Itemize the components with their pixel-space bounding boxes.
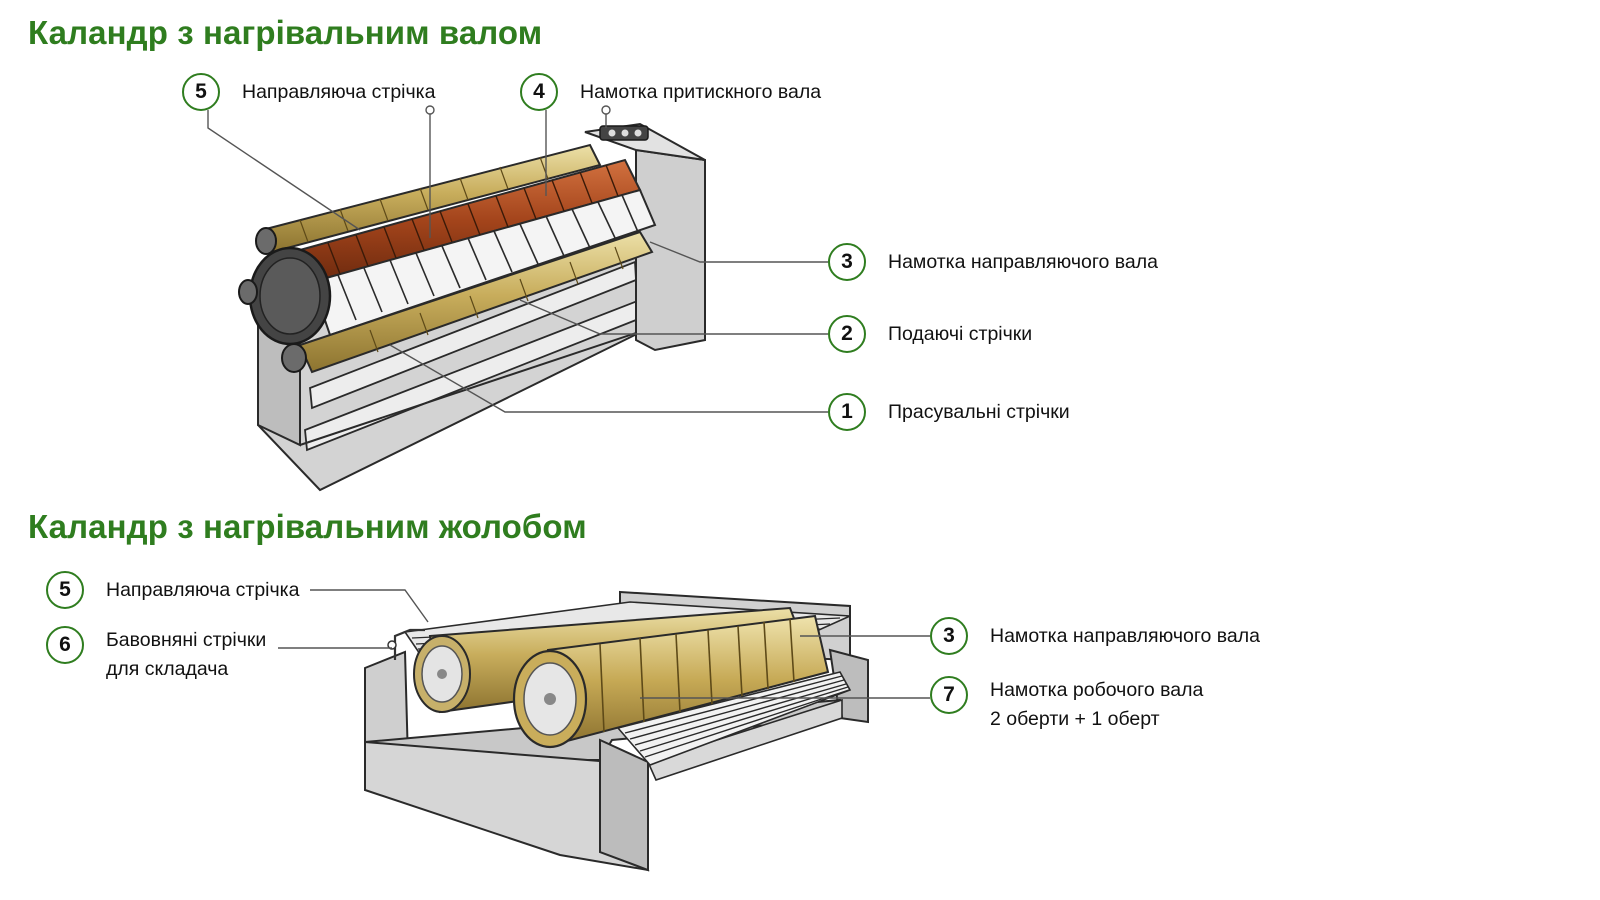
upper-roll-end [255,227,277,255]
top-callout-4-label: Намотка притискного вала [580,80,822,103]
bottom-callout-6-badge: 6 [46,626,84,664]
bottom-callout-6-label: Бавовняні стрічки для складача [106,626,266,684]
bottom-callout-5: 5 Направляюча стрічка [46,568,299,612]
lower-roll-end [281,343,307,373]
top-callout-3-label: Намотка направляючого вала [888,250,1158,273]
top-calender-machine [238,122,706,492]
top-callout-3: 3 Намотка направляючого вала [828,240,1158,284]
control-knob-3 [634,129,642,137]
leader-top-1 [389,344,828,413]
leader-top-3 [649,241,828,263]
bottom-callout-7-badge: 7 [930,676,968,714]
bottom-callout-6: 6 Бавовняні стрічки для складача [46,626,266,680]
bottom-callout-6-label-line2: для складача [106,658,229,680]
bottom-calender-machine [364,590,869,872]
control-knob-2 [621,129,629,137]
top-callout-5-label: Направляюча стрічка [242,80,436,103]
top-callout-3-badge: 3 [828,243,866,281]
leader-bottom-5 [310,589,429,623]
top-callout-4: 4 Намотка притискного вала [520,70,821,114]
bottom-callout-6-label-line1: Бавовняні стрічки [106,629,267,651]
top-callout-5-badge: 5 [182,73,220,111]
top-callout-2: 2 Подаючі стрічки [828,312,1032,356]
top-section-title: Каландр з нагрівальним валом [28,14,543,51]
bottom-callout-7-label: Намотка робочого вала 2 оберти + 1 оберт [990,676,1203,734]
bottom-callout-7-label-line2: 2 оберти + 1 оберт [990,708,1160,730]
bottom-callout-5-badge: 5 [46,571,84,609]
top-callout-1-badge: 1 [828,393,866,431]
top-callout-2-badge: 2 [828,315,866,353]
top-copper-segments [327,164,619,275]
bottom-callout-5-label: Направляюча стрічка [106,578,300,601]
bottom-frame-rail [646,698,843,781]
top-callout-4-badge: 4 [520,73,558,111]
top-callout-2-label: Подаючі стрічки [888,322,1033,345]
bottom-working-roll-segments [599,618,795,733]
bottom-front-panel [364,740,650,872]
leader-top-4b-dot [601,105,611,115]
bottom-trough-bed [616,671,852,766]
top-base-edge [299,329,646,446]
bottom-callout-3-label: Намотка направляючого вала [990,624,1260,647]
control-knob-1 [608,129,616,137]
leader-top-5b-dot [425,105,435,115]
bottom-working-roll-hub [544,693,556,705]
bottom-callout-3-badge: 3 [930,617,968,655]
bottom-back-roll-hub [437,669,447,679]
heated-drum-face [259,257,321,335]
bottom-section-title: Каландр з нагрівальним жолобом [28,508,587,545]
top-callout-1-label: Прасувальні стрічки [888,400,1070,423]
top-gold-segments [299,156,624,353]
bottom-callout-7: 7 Намотка робочого вала 2 оберти + 1 обе… [930,676,1203,730]
bottom-front-frame [599,738,649,872]
top-callout-1: 1 Прасувальні стрічки [828,390,1070,434]
leader-lines [207,105,930,699]
leader-top-2 [519,299,828,335]
left-roll-end [238,279,258,305]
leader-top-5 [207,110,361,231]
top-callout-5: 5 Направляюча стрічка [182,70,435,114]
bottom-callout-3: 3 Намотка направляючого вала [930,614,1260,658]
top-lower-gold-roll [298,230,654,374]
bottom-trough-ribs [624,675,850,758]
bottom-guide-wire-tip [387,640,397,650]
top-band-dividers [337,194,639,321]
bottom-callout-7-label-line1: Намотка робочого вала [990,679,1204,701]
